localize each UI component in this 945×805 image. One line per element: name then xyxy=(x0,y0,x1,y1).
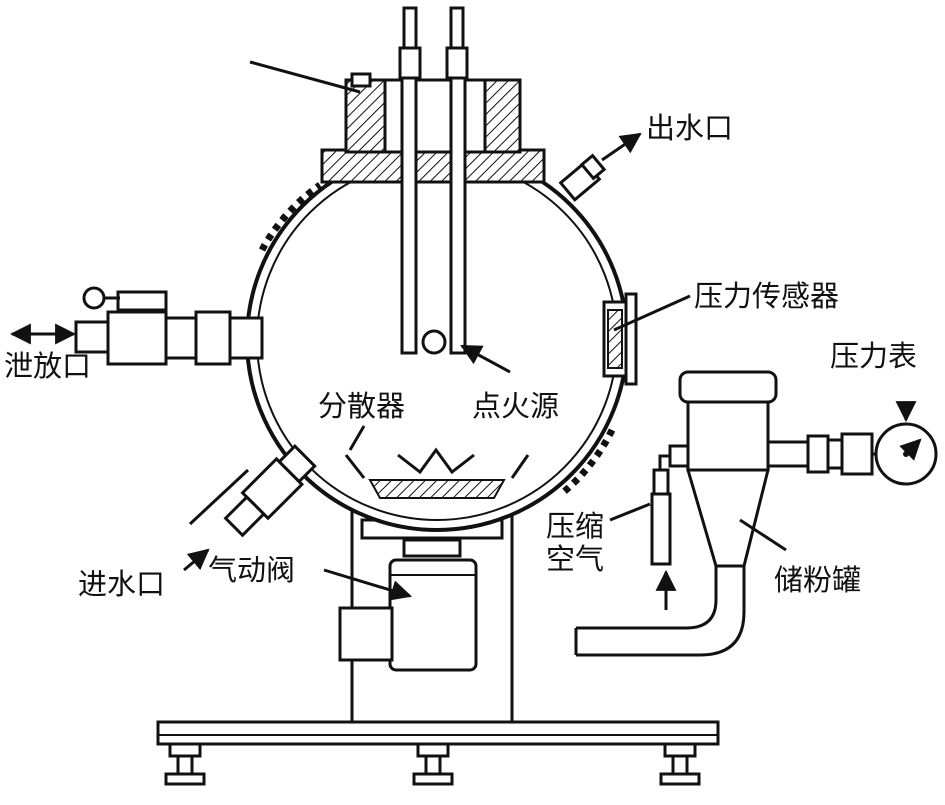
label-powder-tank: 储粉罐 xyxy=(774,563,862,597)
pressure-sensor-port xyxy=(602,292,638,386)
vent-valve-assembly xyxy=(74,286,264,366)
label-ignition-source: 点火源 xyxy=(472,389,560,423)
label-pneumatic-valve: 气动阀 xyxy=(208,553,296,587)
powder-tank-assembly xyxy=(574,370,880,657)
label-water-inlet: 进水口 xyxy=(78,567,166,601)
leader-lines xyxy=(9,132,917,610)
label-vent: 泄放口 xyxy=(4,349,92,383)
label-pressure-sensor: 压力传感器 xyxy=(694,279,840,313)
water-outlet-fitting xyxy=(558,153,607,202)
pressure-gauge xyxy=(874,422,938,486)
label-pressure-gauge: 压力表 xyxy=(830,339,918,373)
water-inlet-fitting xyxy=(223,444,317,538)
label-compressed-air-line2: 空气 xyxy=(546,542,605,577)
label-compressed-air-line1: 压缩 xyxy=(546,509,605,543)
base-plate xyxy=(156,720,720,786)
label-water-outlet: 出水口 xyxy=(646,111,734,145)
label-compressed-air: 压缩 空气 xyxy=(546,509,605,577)
ignition-electrodes xyxy=(398,6,469,355)
ignition-head xyxy=(421,329,447,355)
label-dispersor: 分散器 xyxy=(318,389,406,423)
lid-handle xyxy=(249,60,361,94)
dispersor-cone xyxy=(344,447,530,499)
